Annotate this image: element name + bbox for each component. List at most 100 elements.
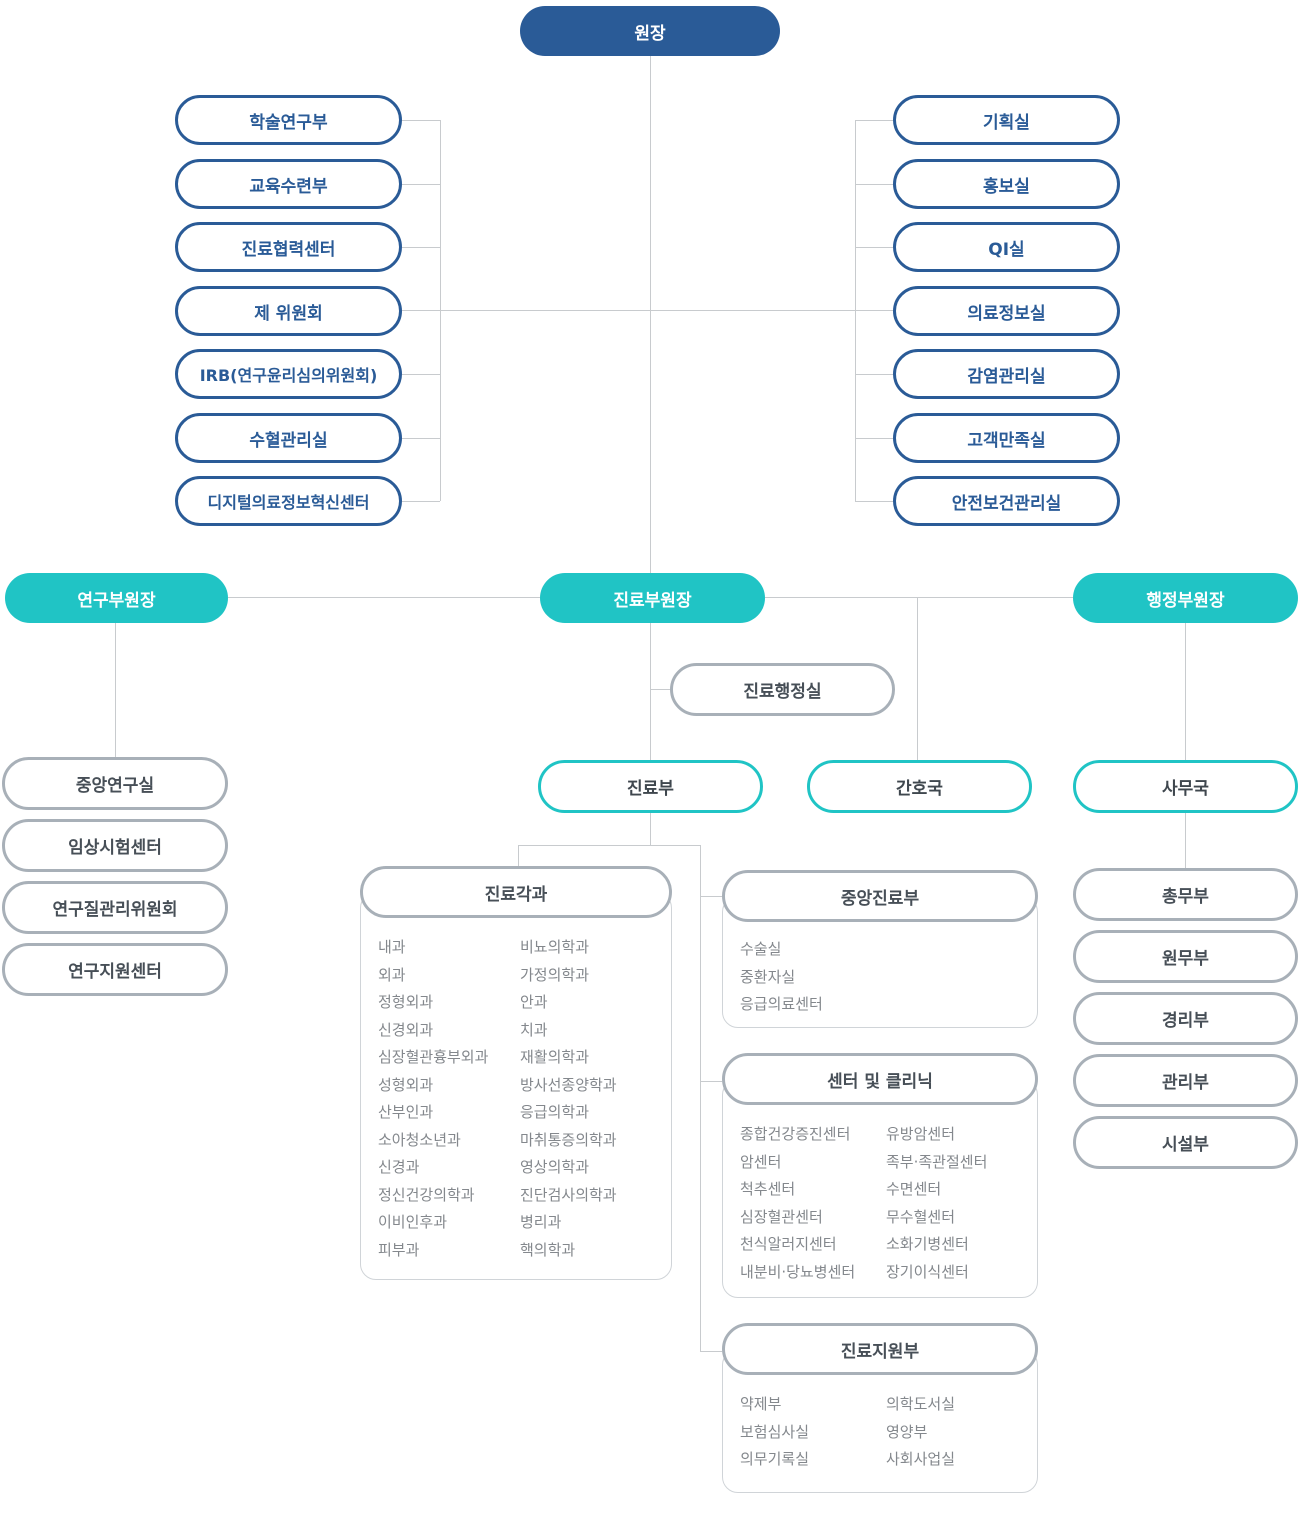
list-item: 족부·족관절센터	[886, 1152, 988, 1171]
list-item: 재활의학과	[520, 1048, 590, 1066]
node-director: 원장	[520, 6, 780, 56]
branch-node-education-training: 교육수련부	[175, 159, 402, 209]
branch-node-medical-info: 의료정보실	[893, 286, 1120, 336]
branch-node-academic-research: 학술연구부	[175, 95, 402, 145]
connector-line	[855, 120, 856, 501]
list-item: 응급의료센터	[740, 995, 823, 1013]
branch-node-irb: IRB(연구윤리심의위원회)	[175, 349, 402, 399]
connector-line	[765, 597, 1073, 598]
branch-node-qi: QI실	[893, 222, 1120, 272]
clinical-depts-col2: 비뇨의학과 가정의학과 안과 치과 재활의학과 방사선종양학과 응급의학과 마취…	[520, 934, 617, 1264]
centers-clinics-title: 센터 및 클리닉	[722, 1053, 1038, 1105]
connector-line	[855, 501, 893, 502]
connector-line	[650, 56, 651, 573]
list-item: 수면센터	[886, 1180, 942, 1198]
connector-line	[1185, 623, 1186, 760]
list-item: 응급의학과	[520, 1103, 590, 1121]
list-item: 산부인과	[378, 1103, 434, 1121]
list-item: 신경과	[378, 1158, 420, 1176]
branch-node-committees: 제 위원회	[175, 286, 402, 336]
connector-line	[700, 896, 722, 897]
centers-clinics-box	[722, 1079, 1038, 1298]
list-item: 정신건강의학과	[378, 1185, 475, 1204]
connector-line	[855, 374, 893, 375]
list-item: 의무기록실	[740, 1450, 810, 1468]
list-item: 척추센터	[740, 1180, 796, 1198]
list-item: 중환자실	[740, 967, 796, 986]
connector-line	[228, 597, 540, 598]
list-item: 소화기병센터	[886, 1235, 969, 1253]
centers-clinics-col1: 종합건강증진센터 암센터 척추센터 심장혈관센터 천식알러지센터 내분비·당뇨병…	[740, 1121, 855, 1286]
connector-line	[402, 374, 440, 375]
list-item: 의학도서실	[886, 1395, 956, 1413]
list-item: 영상의학과	[520, 1158, 590, 1176]
connector-line	[855, 184, 893, 185]
connector-line	[402, 438, 440, 439]
list-item: 피부과	[378, 1240, 420, 1259]
list-item: 진단검사의학과	[520, 1185, 617, 1204]
branch-node-accounting: 경리부	[1073, 992, 1298, 1045]
branch-node-central-lab: 중앙연구실	[2, 757, 228, 810]
list-item: 심장혈관센터	[740, 1207, 823, 1226]
list-item: 보험심사실	[740, 1422, 810, 1441]
list-item: 외과	[378, 965, 406, 984]
list-item: 암센터	[740, 1152, 782, 1171]
branch-node-general-affairs: 총무부	[1073, 868, 1298, 921]
node-vice-director-research: 연구부원장	[5, 573, 228, 623]
list-item: 안과	[520, 993, 548, 1011]
connector-line	[402, 310, 893, 311]
connector-line	[917, 597, 918, 760]
list-item: 장기이식센터	[886, 1262, 969, 1281]
clinical-depts-col1: 내과 외과 정형외과 신경외과 심장혈관흉부외과 성형외과 산부인과 소아청소년…	[378, 934, 488, 1264]
branch-node-safety-health: 안전보건관리실	[893, 476, 1120, 526]
connector-line	[650, 623, 651, 760]
list-item: 핵의학과	[520, 1240, 576, 1259]
connector-line	[518, 845, 519, 866]
branch-node-pr: 홍보실	[893, 159, 1120, 209]
list-item: 천식알러지센터	[740, 1235, 837, 1253]
list-item: 신경외과	[378, 1020, 434, 1039]
node-office-bureau: 사무국	[1073, 760, 1298, 813]
list-item: 방사선종양학과	[520, 1075, 617, 1094]
list-item: 병리과	[520, 1213, 562, 1231]
node-vice-director-medical: 진료부원장	[540, 573, 765, 623]
list-item: 치과	[520, 1020, 548, 1039]
medical-support-title: 진료지원부	[722, 1323, 1038, 1375]
node-medical-department: 진료부	[538, 760, 763, 813]
connector-line	[402, 247, 440, 248]
branch-node-infection-control: 감염관리실	[893, 349, 1120, 399]
list-item: 사회사업실	[886, 1450, 956, 1468]
connector-line	[402, 120, 440, 121]
list-item: 비뇨의학과	[520, 938, 590, 956]
central-medical-list: 수술실 중환자실 응급의료센터	[740, 936, 823, 1019]
node-medical-admin-office: 진료행정실	[670, 663, 895, 716]
connector-line	[650, 689, 670, 690]
branch-node-facilities: 시설부	[1073, 1116, 1298, 1169]
list-item: 가정의학과	[520, 965, 590, 984]
branch-node-planning: 기획실	[893, 95, 1120, 145]
list-item: 소아청소년과	[378, 1130, 461, 1149]
branch-node-transfusion: 수혈관리실	[175, 413, 402, 463]
connector-line	[402, 184, 440, 185]
connector-line	[700, 845, 701, 1352]
list-item: 종합건강증진센터	[740, 1125, 851, 1143]
list-item: 심장혈관흉부외과	[378, 1048, 489, 1066]
connector-line	[440, 120, 441, 501]
branch-node-management: 관리부	[1073, 1054, 1298, 1107]
connector-line	[402, 501, 440, 502]
branch-node-clinical-trial-center: 임상시험센터	[2, 819, 228, 872]
branch-node-research-support-center: 연구지원센터	[2, 943, 228, 996]
list-item: 영양부	[886, 1422, 928, 1441]
branch-node-digital-innovation: 디지털의료정보혁신센터	[175, 476, 402, 526]
list-item: 유방암센터	[886, 1125, 956, 1143]
list-item: 수술실	[740, 940, 782, 958]
node-nursing-bureau: 간호국	[807, 760, 1032, 813]
list-item: 내분비·당뇨병센터	[740, 1262, 856, 1281]
branch-node-patient-affairs: 원무부	[1073, 930, 1298, 983]
list-item: 무수혈센터	[886, 1207, 956, 1226]
node-vice-director-admin: 행정부원장	[1073, 573, 1298, 623]
list-item: 마취통증의학과	[520, 1130, 617, 1149]
connector-line	[700, 1351, 722, 1352]
list-item: 성형외과	[378, 1075, 434, 1094]
